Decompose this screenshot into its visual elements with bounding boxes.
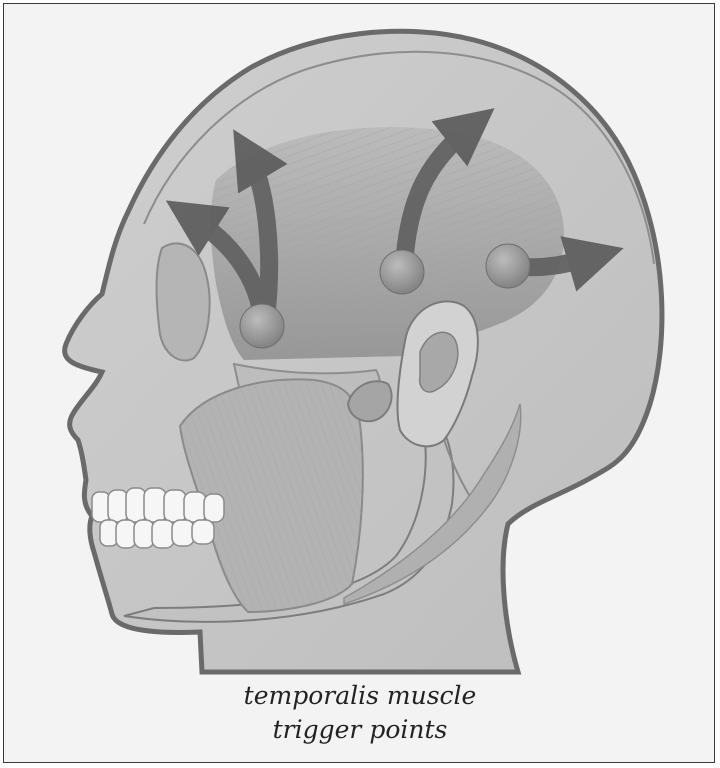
trigger-point-1: [240, 304, 284, 348]
caption-line-1: temporalis muscle: [4, 681, 716, 711]
temporalis-illustration: [4, 4, 716, 684]
trigger-point-3: [486, 244, 530, 288]
caption-line-2: trigger points: [4, 715, 716, 745]
figure-frame: temporalis muscle trigger points: [3, 3, 715, 763]
lower-teeth: [100, 520, 214, 548]
eye-socket: [157, 243, 210, 360]
trigger-point-2: [380, 250, 424, 294]
